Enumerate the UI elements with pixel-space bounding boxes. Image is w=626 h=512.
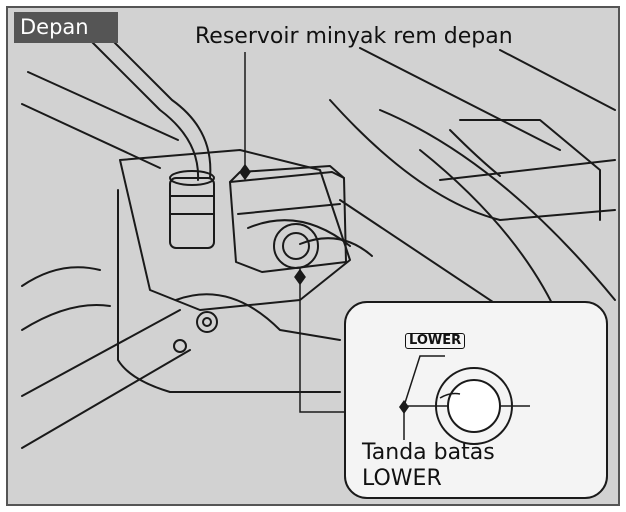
- handlebar-edge-bottom: [21, 103, 161, 169]
- sight-leader: [294, 268, 345, 413]
- hose-fitting-rings: [169, 195, 215, 215]
- reservoir-box: [229, 171, 347, 273]
- panel-notch: [449, 129, 501, 177]
- panel-line-2: [499, 49, 616, 111]
- limit-label-line1: Tanda batas: [362, 440, 495, 465]
- section-tag: Depan: [14, 12, 118, 43]
- clamp-curve: [175, 293, 341, 341]
- master-cylinder-body: [119, 149, 351, 311]
- lever-top: [21, 309, 181, 397]
- brake-hose-inner: [105, 33, 212, 179]
- sight-window-outer: [273, 223, 319, 269]
- panel-inner-edge: [459, 119, 601, 221]
- inset-panel: [344, 301, 608, 499]
- inset-window-outer: [435, 367, 513, 445]
- lever-bottom: [21, 349, 191, 449]
- inset-lower-mark: LOWER: [405, 333, 466, 349]
- handlebar-drawing: [21, 33, 616, 449]
- reservoir-mark-line: [299, 237, 373, 257]
- inset-mark-diagonal: [403, 355, 445, 407]
- reservoir-band: [237, 203, 341, 215]
- reservoir-leader: [239, 52, 251, 181]
- mount-bolt-center: [202, 317, 212, 327]
- clamp-outline: [117, 189, 341, 393]
- grip-bottom: [21, 304, 111, 331]
- mount-bolt: [196, 311, 218, 333]
- handlebar-edge-top: [27, 71, 179, 141]
- limit-label: Tanda batas LOWER: [362, 440, 522, 492]
- lower-leader-diamond: [399, 400, 409, 414]
- hose-fitting-top: [169, 170, 215, 186]
- inset-window-highlight: [439, 392, 461, 399]
- panel-line-6: [419, 149, 561, 321]
- panel-line-3: [329, 99, 616, 221]
- panel-line-4: [439, 159, 616, 181]
- small-bolt: [173, 339, 187, 353]
- reservoir-label: Reservoir minyak rem depan: [195, 24, 513, 49]
- grip-top: [21, 266, 101, 287]
- limit-label-line2: LOWER: [362, 466, 442, 491]
- reservoir-mark-line2: [247, 219, 351, 247]
- inset-window-inner: [447, 379, 501, 433]
- sight-window-inner: [282, 232, 310, 260]
- panel-line-1: [359, 47, 561, 151]
- reservoir-lid: [229, 165, 345, 183]
- panel-line-5: [379, 109, 616, 301]
